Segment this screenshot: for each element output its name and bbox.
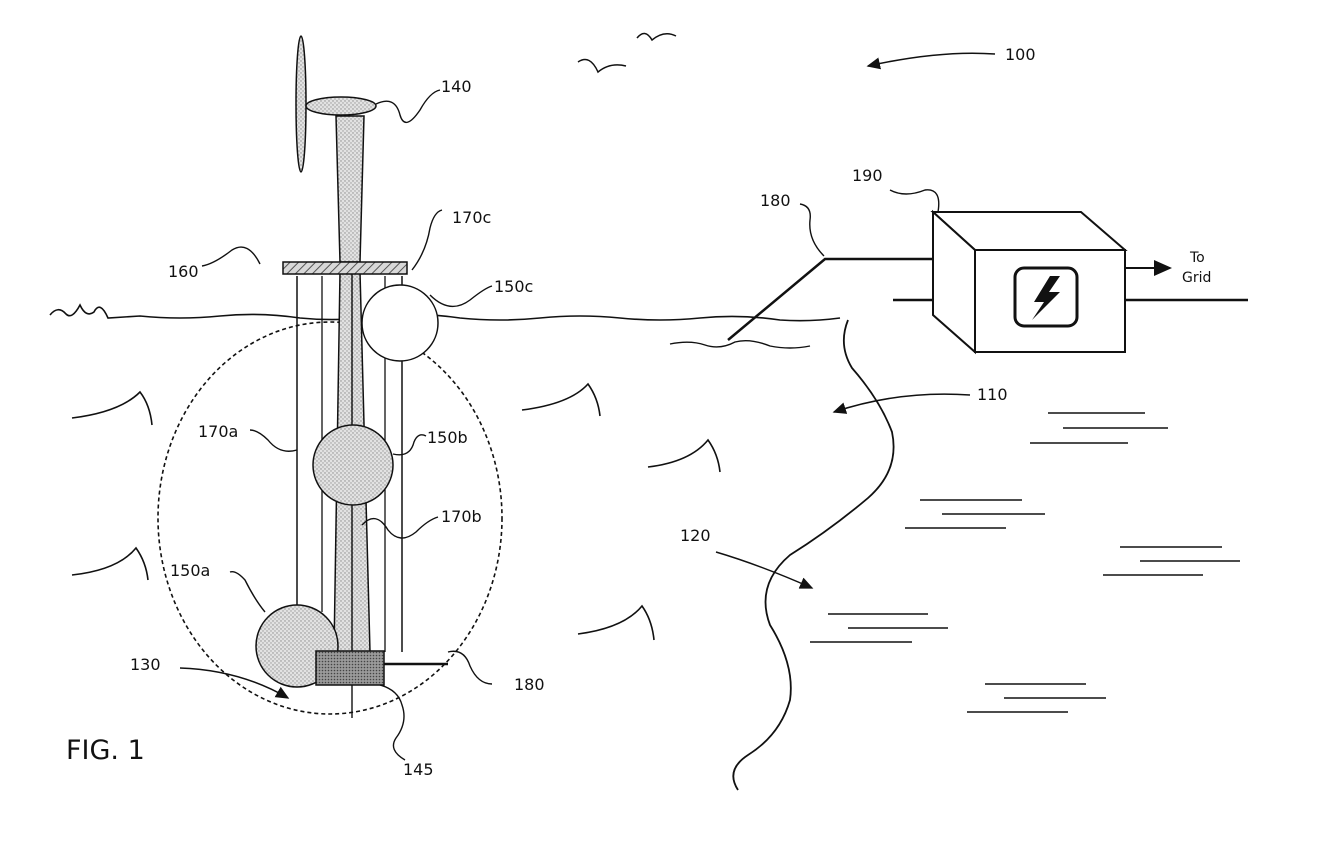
turbine-blade (296, 36, 306, 172)
bird-1 (637, 33, 676, 40)
label-150b: 150b (427, 428, 468, 447)
label-100: 100 (1005, 45, 1036, 64)
wave-4 (72, 548, 148, 580)
base-145 (316, 651, 384, 685)
label-140: 140 (441, 77, 472, 96)
land-texture (810, 413, 1240, 712)
label-170a: 170a (198, 422, 238, 441)
shoreline (733, 320, 893, 790)
float-150c (362, 285, 438, 361)
label-170b: 170b (441, 507, 482, 526)
wave-3 (648, 440, 720, 472)
label-180-top: 180 (760, 191, 791, 210)
arrow-100 (868, 53, 995, 66)
wave-5 (578, 606, 654, 640)
figure-caption: FIG. 1 (66, 735, 145, 766)
bird-2 (578, 60, 626, 72)
label-110: 110 (977, 385, 1008, 404)
water-surface (50, 305, 840, 321)
tower-upper (336, 116, 364, 262)
float-150b (313, 425, 393, 505)
arrow-120 (716, 552, 812, 588)
label-150c: 150c (494, 277, 533, 296)
water-surface-near-shore (670, 341, 810, 348)
label-120: 120 (680, 526, 711, 545)
label-grid: Grid (1182, 270, 1211, 286)
platform-160 (283, 262, 407, 274)
label-170c: 170c (452, 208, 491, 227)
wave-2 (522, 384, 600, 416)
label-150a: 150a (170, 561, 210, 580)
label-190: 190 (852, 166, 883, 185)
converter-190 (933, 212, 1125, 352)
wave-1 (72, 392, 152, 425)
label-160: 160 (168, 262, 199, 281)
label-180-bottom: 180 (514, 675, 545, 694)
label-145: 145 (403, 760, 434, 779)
label-130: 130 (130, 655, 161, 674)
arrow-110 (834, 394, 970, 412)
turbine-hub-140 (306, 97, 376, 115)
label-to: To (1189, 250, 1205, 266)
